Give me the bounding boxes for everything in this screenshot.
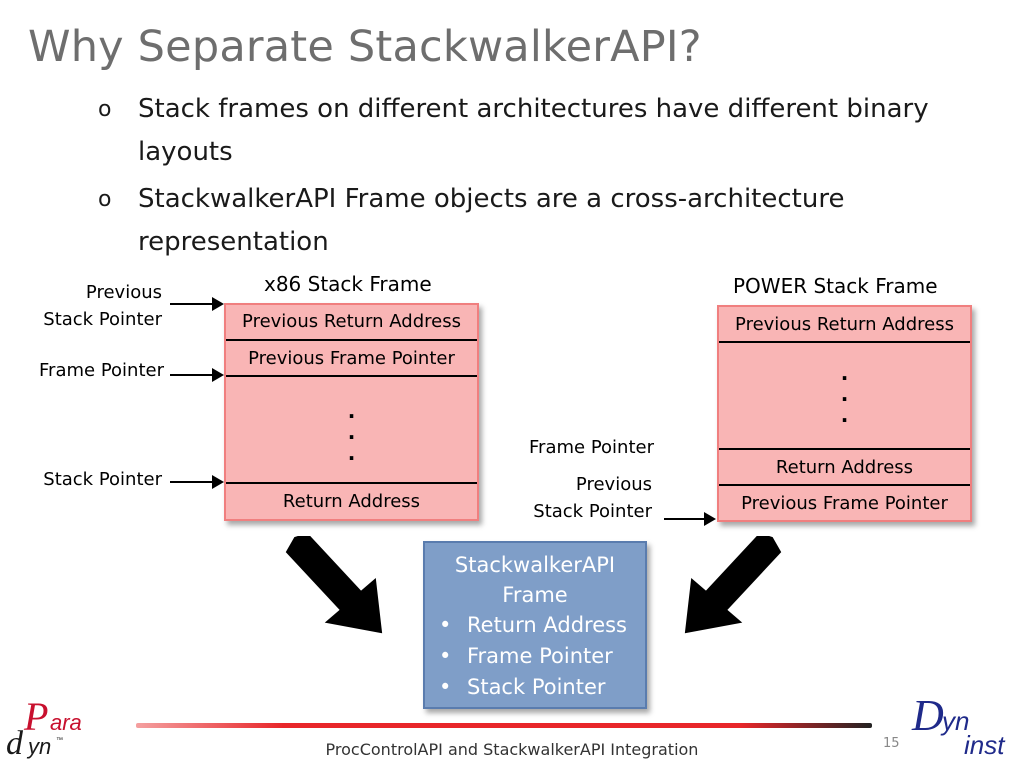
paradyn-logo-tm: ™ bbox=[56, 737, 63, 744]
api-frame-item-label: Return Address bbox=[467, 613, 627, 637]
power-stack-frame: Previous Return Address . . . Return Add… bbox=[717, 305, 972, 522]
api-frame-title-line2: Frame bbox=[502, 583, 568, 607]
power-ellipsis: . . . bbox=[840, 361, 849, 427]
x86-frame-pointer-label: Frame Pointer bbox=[39, 360, 164, 381]
x86-frame-pointer-arrow bbox=[170, 368, 224, 382]
x86-return-address: Return Address bbox=[282, 491, 421, 512]
api-frame-title-line1: StackwalkerAPI bbox=[454, 553, 616, 577]
paradyn-logo-d: d bbox=[6, 725, 24, 762]
x86-ellipsis: . . . bbox=[347, 399, 356, 465]
footer-divider bbox=[136, 723, 872, 728]
power-return-address: Return Address bbox=[775, 457, 914, 478]
x86-divider bbox=[226, 375, 477, 377]
x86-stack-pointer-label: Stack Pointer bbox=[43, 469, 162, 490]
api-frame-item: • Frame Pointer bbox=[439, 641, 645, 672]
power-previous-return-address: Previous Return Address bbox=[735, 314, 954, 335]
bullet-dot-icon: • bbox=[439, 613, 452, 637]
power-frame-pointer-label: Frame Pointer bbox=[529, 437, 654, 458]
x86-previous-frame-pointer: Previous Frame Pointer bbox=[248, 348, 455, 369]
dyninst-logo: D yn inst bbox=[911, 694, 1006, 760]
bullet-dot-icon: • bbox=[439, 644, 452, 668]
right-down-arrow-icon bbox=[684, 536, 782, 634]
power-prev-stack-pointer-label-line1: Previous bbox=[575, 474, 652, 495]
api-frame-item-label: Frame Pointer bbox=[467, 644, 613, 668]
power-prev-stack-pointer-label-line2: Stack Pointer bbox=[533, 501, 652, 522]
x86-stack-pointer-arrow bbox=[170, 475, 224, 489]
paradyn-logo-p: P bbox=[23, 694, 48, 739]
stackwalker-frame-box: StackwalkerAPI Frame • Return Address • Fr… bbox=[423, 541, 647, 709]
power-prev-stack-pointer-arrow bbox=[664, 512, 716, 526]
paradyn-logo: P ara d yn ™ bbox=[6, 694, 82, 762]
api-frame-list: • Return Address • Frame Pointer • Stack Po… bbox=[425, 610, 645, 703]
page-number: 15 bbox=[883, 736, 900, 751]
bullet-marker: o bbox=[98, 187, 112, 212]
x86-previous-return-address: Previous Return Address bbox=[242, 311, 461, 332]
slide-title: Why Separate StackwalkerAPI? bbox=[28, 22, 702, 72]
dyninst-logo-inst: inst bbox=[964, 730, 1006, 760]
footer-caption: ProcControlAPI and StackwalkerAPI Integr… bbox=[325, 740, 699, 759]
bullet-marker: o bbox=[98, 97, 112, 122]
dyninst-logo-yn: yn bbox=[940, 706, 969, 736]
bullet-item: o Stack frames on different architecture… bbox=[98, 88, 938, 174]
paradyn-logo-ara: ara bbox=[50, 710, 82, 735]
x86-divider bbox=[226, 482, 477, 484]
power-divider bbox=[719, 448, 970, 450]
dyninst-logo-d: D bbox=[911, 694, 944, 740]
x86-frame-title: x86 Stack Frame bbox=[264, 272, 432, 296]
bullet-text: Stack frames on different architectures … bbox=[138, 94, 929, 167]
power-previous-frame-pointer: Previous Frame Pointer bbox=[741, 493, 948, 514]
x86-stack-frame: Previous Return Address Previous Frame P… bbox=[224, 303, 479, 521]
bullet-dot-icon: • bbox=[439, 675, 452, 699]
bullet-item: o StackwalkerAPI Frame objects are a cro… bbox=[98, 178, 938, 264]
power-frame-title: POWER Stack Frame bbox=[733, 274, 938, 298]
power-divider bbox=[719, 484, 970, 486]
bullet-text: StackwalkerAPI Frame objects are a cross… bbox=[138, 184, 845, 257]
x86-prev-stack-pointer-label-line1: Previous bbox=[85, 282, 162, 303]
paradyn-logo-yn: yn bbox=[26, 734, 51, 759]
api-frame-item: • Stack Pointer bbox=[439, 672, 645, 703]
api-frame-item-label: Stack Pointer bbox=[467, 675, 606, 699]
power-divider bbox=[719, 341, 970, 343]
x86-prev-stack-pointer-label-line2: Stack Pointer bbox=[43, 309, 162, 330]
x86-prev-stack-pointer-arrow bbox=[170, 297, 224, 311]
api-frame-item: • Return Address bbox=[439, 610, 645, 641]
left-down-arrow-icon bbox=[285, 536, 383, 634]
bullet-list: o Stack frames on different architecture… bbox=[98, 88, 938, 268]
x86-divider bbox=[226, 339, 477, 341]
